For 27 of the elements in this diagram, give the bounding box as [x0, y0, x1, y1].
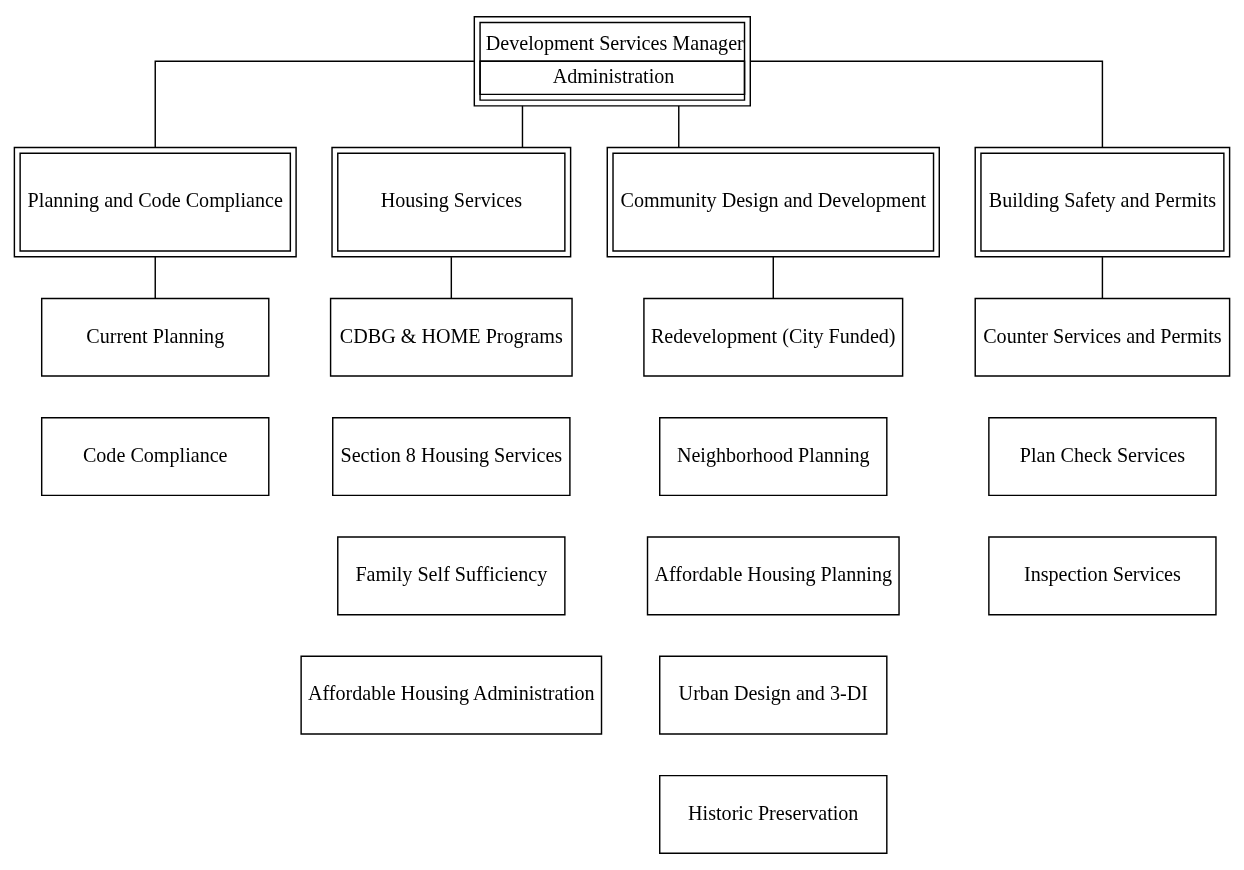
node-box: Development Services Manager Administration — [473, 16, 751, 107]
connector — [772, 256, 774, 299]
node-box: Code Compliance — [40, 417, 270, 497]
node-box: Current Planning — [40, 297, 270, 377]
connector — [521, 105, 524, 149]
node-box: Affordable Housing Planning — [646, 536, 900, 616]
node-box: Redevelopment (City Funded) — [643, 297, 904, 377]
node-box: Counter Services and Permits — [974, 297, 1231, 377]
connector — [1101, 256, 1104, 299]
connector — [678, 105, 680, 149]
node-box: Planning and Code Compliance — [13, 146, 297, 258]
node-box: Family Self Sufficiency — [337, 536, 566, 616]
node-box: Historic Preservation — [659, 774, 888, 854]
node-box: Plan Check Services — [988, 417, 1217, 497]
connector — [750, 60, 1104, 148]
node-box: Neighborhood Planning — [659, 417, 888, 497]
connector — [154, 256, 156, 299]
connector — [154, 60, 475, 148]
node-box: Urban Design and 3-DI — [659, 655, 888, 735]
connector — [450, 256, 453, 299]
node-box: Inspection Services — [988, 536, 1217, 616]
node-box: Section 8 Housing Services — [332, 417, 571, 497]
node-box: Building Safety and Permits — [974, 146, 1231, 258]
node-box: Community Design and Development — [606, 146, 940, 258]
node-box: Affordable Housing Administration — [300, 655, 603, 735]
node-box: Housing Services — [331, 146, 572, 258]
node-box: CDBG & HOME Programs — [329, 297, 573, 377]
